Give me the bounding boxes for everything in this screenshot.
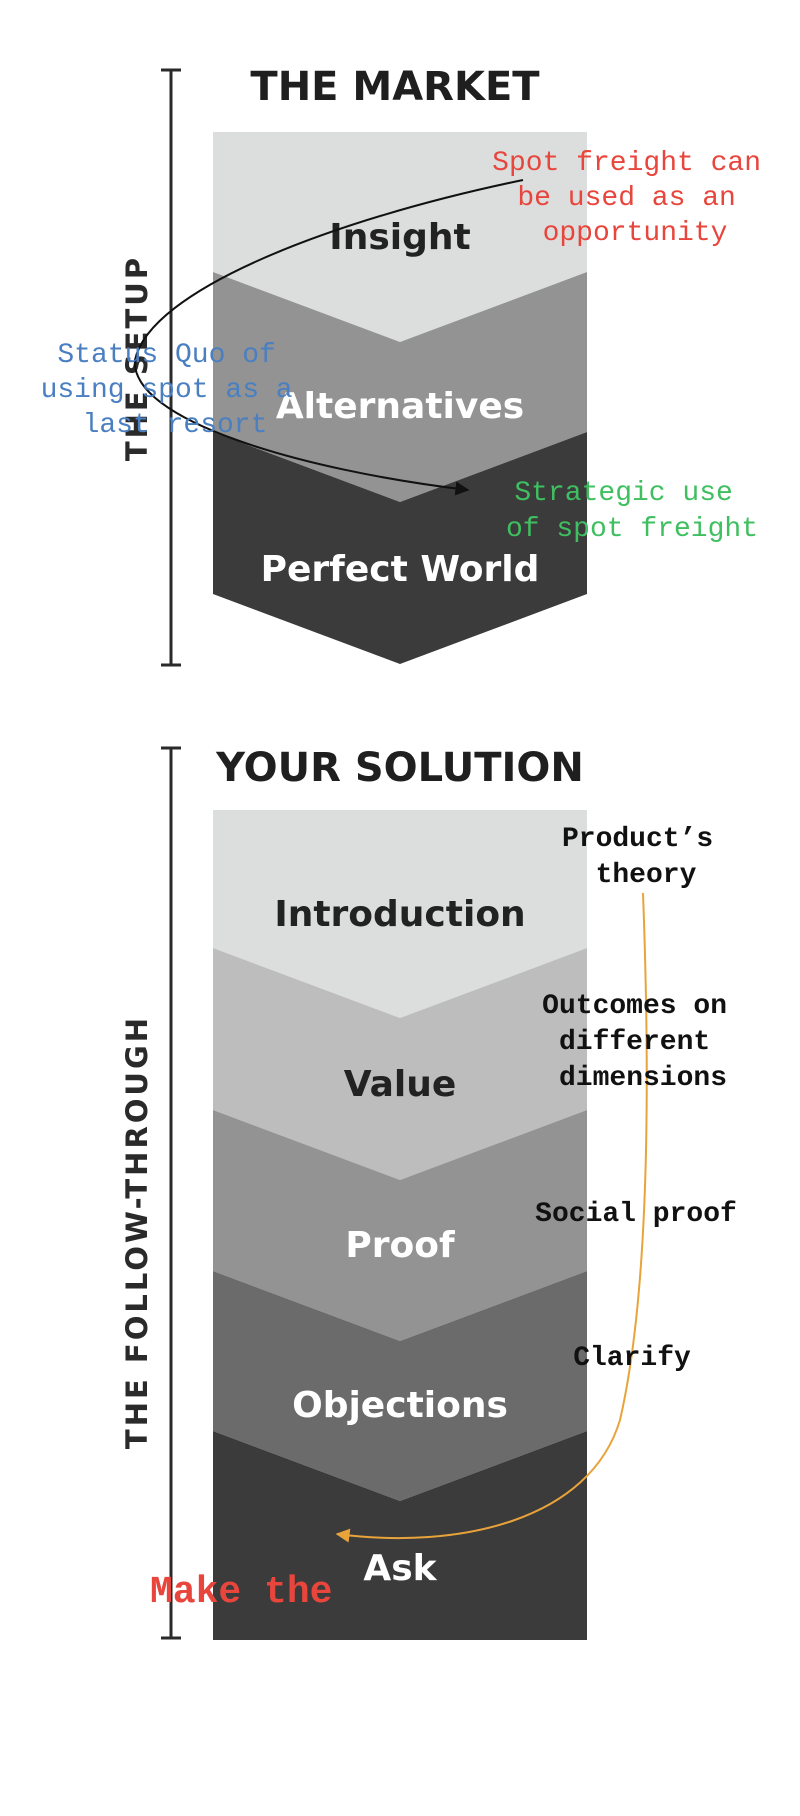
label-perfect-world: Perfect World	[261, 549, 540, 590]
band-proof	[213, 1110, 587, 1341]
annotation-status-quo-line-1: Status Quo of	[57, 340, 275, 371]
band-insight	[213, 132, 587, 342]
solution-title: YOUR SOLUTION	[215, 745, 584, 791]
label-insight: Insight	[329, 217, 470, 258]
curved-arrow-orange	[335, 892, 648, 1543]
label-alternatives: Alternatives	[276, 386, 524, 427]
annotation-clarify: Clarify	[573, 1343, 691, 1374]
annotation-product-theory-line-1: Product’s	[562, 824, 713, 855]
annotation-status-quo: Status Quo of using spot as a last resor…	[41, 340, 310, 441]
label-value: Value	[344, 1064, 457, 1105]
annotation-strategic-use-line-1: Strategic use	[514, 478, 732, 509]
band-introduction	[213, 810, 587, 1018]
annotation-status-quo-line-2: using spot as a	[41, 375, 293, 406]
annotation-strategic-use: Strategic use of spot freight	[506, 478, 758, 545]
annotation-product-theory: Product’s theory	[562, 824, 730, 891]
annotation-opportunity-line-1: Spot freight can	[492, 148, 761, 179]
label-ask: Ask	[363, 1548, 437, 1589]
setup-side-label: THE SETUP	[120, 255, 154, 461]
market-title: THE MARKET	[250, 64, 540, 110]
annotation-make-the: Make the	[150, 1571, 332, 1614]
label-objections: Objections	[292, 1385, 508, 1426]
annotation-opportunity-line-3: opportunity	[543, 218, 728, 249]
follow-through-side-label: THE FOLLOW-THROUGH	[120, 1015, 154, 1449]
solution-section: YOUR SOLUTION THE FOLLOW-THROUGH Introdu…	[120, 745, 744, 1640]
annotation-opportunity: Spot freight can be used as an opportuni…	[492, 148, 778, 249]
solution-funnel: Introduction Value Proof Objections Ask	[213, 810, 587, 1640]
market-section: THE MARKET THE SETUP Insight Alternative…	[41, 64, 778, 667]
annotation-status-quo-line-3: last resort	[83, 410, 268, 441]
annotation-outcomes-line-3: dimensions	[559, 1063, 727, 1094]
band-ask	[213, 1431, 587, 1640]
curved-arrow-black	[133, 179, 524, 496]
annotation-social-proof: Social proof	[535, 1199, 737, 1230]
band-objections	[213, 1271, 587, 1501]
annotation-outcomes: Outcomes on different dimensions	[542, 991, 744, 1094]
annotation-outcomes-line-2: different	[559, 1027, 710, 1058]
annotation-strategic-use-line-2: of spot freight	[506, 514, 758, 545]
follow-through-bracket	[161, 746, 181, 1640]
annotation-outcomes-line-1: Outcomes on	[542, 991, 727, 1022]
label-introduction: Introduction	[274, 894, 525, 935]
band-alternatives	[213, 272, 587, 502]
annotation-opportunity-line-2: be used as an	[517, 183, 735, 214]
setup-bracket	[161, 68, 181, 667]
label-proof: Proof	[345, 1225, 455, 1266]
annotation-product-theory-line-2: theory	[596, 860, 697, 891]
band-value	[213, 948, 587, 1180]
band-perfect-world	[213, 432, 587, 664]
